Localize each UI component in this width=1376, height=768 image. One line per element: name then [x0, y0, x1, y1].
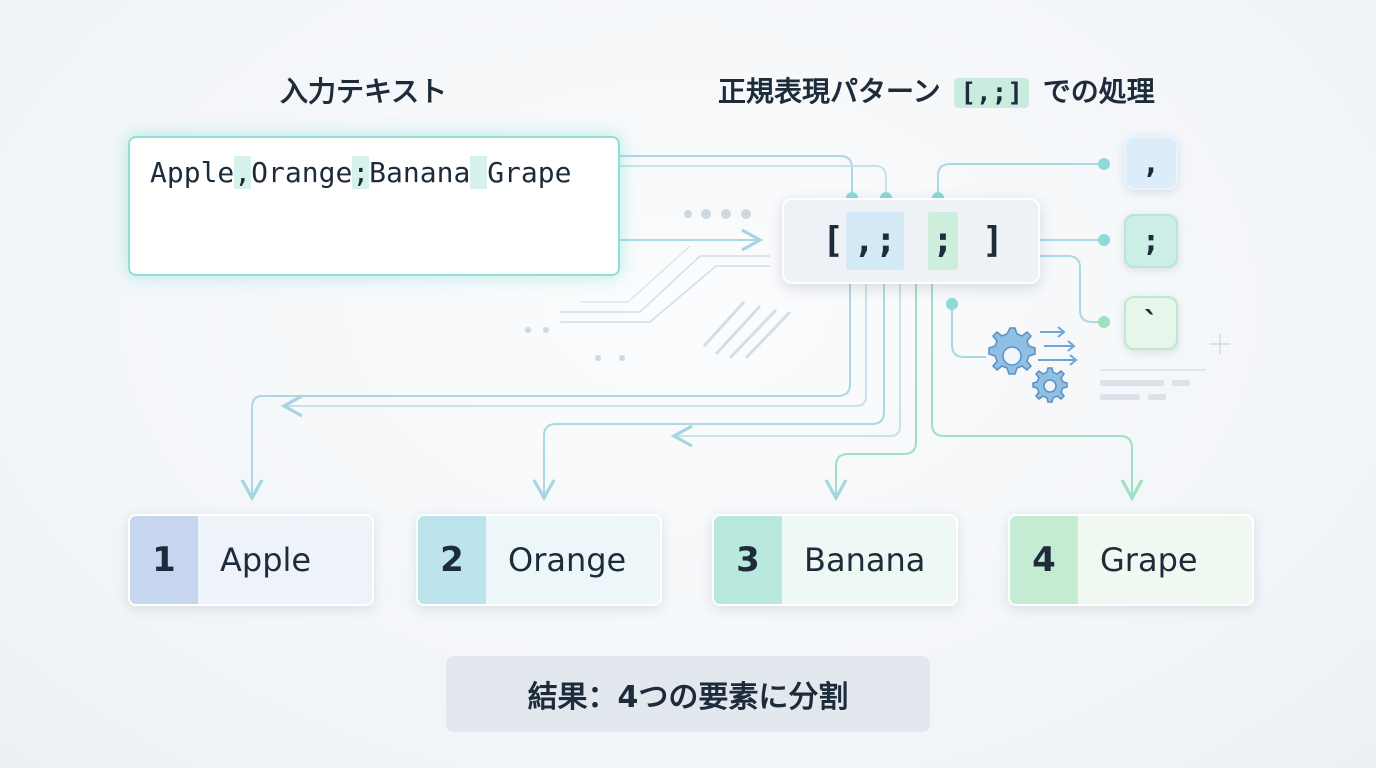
input-separator-space — [470, 156, 488, 189]
result-index: 4 — [1010, 516, 1078, 604]
result-card-3: 3 Banana — [712, 514, 958, 606]
input-separator-semicolon: ; — [352, 156, 370, 189]
pattern-heading-suffix: での処理 — [1042, 75, 1155, 108]
regex-char-semicolon: ; — [928, 212, 958, 270]
input-separator-comma: , — [234, 156, 252, 189]
result-card-2: 2 Orange — [416, 514, 662, 606]
input-part-apple: Apple — [150, 156, 235, 189]
pattern-heading-prefix: 正規表現パターン — [718, 75, 941, 108]
result-label: Orange — [486, 516, 660, 604]
result-label: Grape — [1078, 516, 1252, 604]
result-card-4: 4 Grape — [1008, 514, 1254, 606]
result-label: Apple — [198, 516, 372, 604]
result-index: 1 — [130, 516, 198, 604]
regex-open-bracket: [ — [822, 220, 844, 261]
result-summary: 結果：4つの要素に分割 — [446, 656, 930, 732]
regex-char-semicolon-text: ; — [875, 220, 897, 261]
regex-pattern-box: [ ,; ; ] — [782, 198, 1040, 284]
result-card-1: 1 Apple — [128, 514, 374, 606]
input-part-banana: Banana — [369, 156, 471, 189]
delimiter-comma: , — [1124, 136, 1178, 190]
regex-char-comma-text: , — [853, 220, 875, 261]
pattern-chip: [,;] — [954, 78, 1029, 108]
delimiter-semicolon: ; — [1124, 214, 1178, 268]
result-label: Banana — [782, 516, 956, 604]
delimiter-backtick: ` — [1124, 296, 1178, 350]
input-text: Apple,Orange;Banana Grape — [150, 156, 571, 189]
pattern-heading: 正規表現パターン [,;] での処理 — [718, 70, 1155, 110]
input-heading: 入力テキスト — [280, 75, 448, 108]
regex-close-bracket: ] — [982, 220, 1004, 261]
result-index: 3 — [714, 516, 782, 604]
input-text-box: Apple,Orange;Banana Grape — [128, 136, 620, 276]
regex-char-comma: ,; — [846, 212, 904, 270]
gears-icon — [988, 326, 1078, 403]
input-part-grape: Grape — [487, 156, 572, 189]
result-index: 2 — [418, 516, 486, 604]
input-part-orange: Orange — [251, 156, 353, 189]
